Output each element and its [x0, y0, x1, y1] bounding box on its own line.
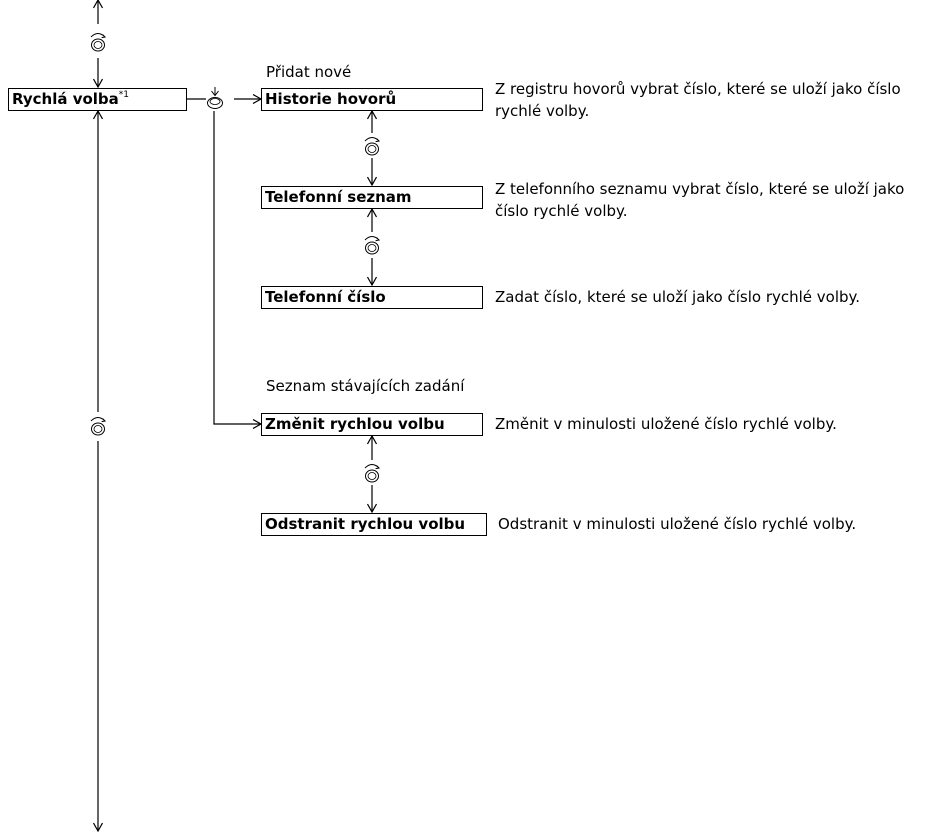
menu-box-odstranit-rychlou-volbu: Odstranit rychlou volbu: [261, 513, 487, 536]
branch-to-zmenit: [213, 111, 261, 424]
desc-odstranit-rychlou-volbu: Odstranit v minulosti uložené číslo rych…: [498, 515, 857, 533]
desc-telefonni-cislo: Zadat číslo, které se uloží jako číslo r…: [495, 288, 861, 306]
root-footnote: *1: [118, 90, 130, 100]
rotate-knob-icon: [90, 417, 107, 436]
menu-box-telefonni-seznam: Telefonní seznam: [261, 186, 483, 209]
rotate-knob-icon: [90, 33, 107, 52]
desc-zmenit-rychlou-volbu: Změnit v minulosti uložené číslo rychlé …: [495, 415, 837, 433]
menu-box-zmenit-rychlou-volbu: Změnit rychlou volbu: [261, 413, 483, 436]
rotate-knob-icon: [364, 137, 381, 156]
menu-box-telefonni-cislo: Telefonní číslo: [261, 286, 483, 309]
desc-telefonni-seznam: Z telefonního seznamu vybrat číslo, kter…: [495, 180, 905, 220]
root-label: Rychlá volba: [12, 90, 119, 108]
root-box-rychla-volba: Rychlá volba*1: [8, 88, 187, 111]
rotate-knob-icon: [364, 464, 381, 483]
rotate-knob-icon: [364, 236, 381, 255]
desc-historie-hovoru: Z registru hovorů vybrat číslo, které se…: [495, 80, 901, 120]
menu-box-historie-hovoru: Historie hovorů: [261, 88, 483, 111]
press-knob-icon: [207, 87, 223, 109]
group-label-add-new: Přidat nové: [266, 63, 352, 81]
group-label-existing: Seznam stávajících zadání: [266, 377, 465, 395]
